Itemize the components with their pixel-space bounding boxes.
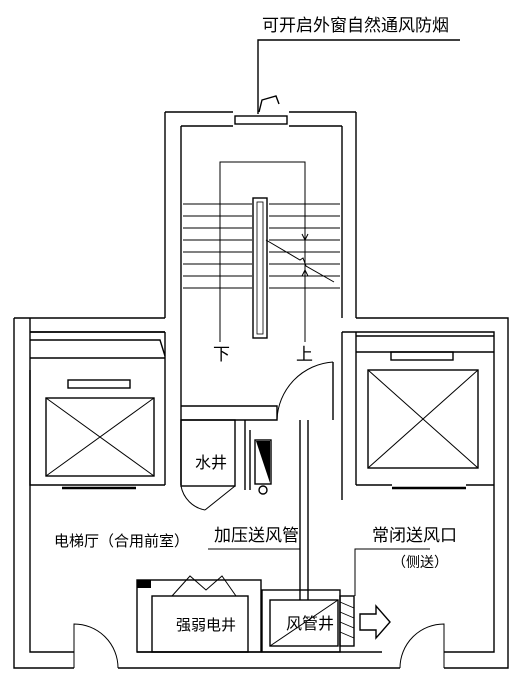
stair-door-swing bbox=[276, 361, 334, 421]
pressure-duct-label: 加压送风管 bbox=[214, 526, 299, 546]
top-window bbox=[234, 115, 288, 125]
vent-hatch bbox=[339, 601, 355, 639]
wall-column bbox=[244, 420, 251, 490]
left-diagonal-wall bbox=[30, 339, 166, 357]
left-elevator-x bbox=[45, 397, 155, 477]
stair-down-label: 下 bbox=[213, 345, 230, 365]
electrical-shaft-inner bbox=[151, 595, 249, 653]
left-elevator-panel bbox=[67, 379, 131, 389]
right-elevator-x bbox=[367, 369, 479, 469]
window-label: 可开启外窗自然通风防烟 bbox=[262, 16, 449, 36]
break-arrows bbox=[301, 222, 309, 282]
pressure-duct bbox=[299, 420, 309, 600]
supply-arrow bbox=[359, 604, 391, 640]
walk-line bbox=[219, 161, 306, 342]
right-elevator-car bbox=[367, 369, 479, 469]
stair-up-label: 上 bbox=[296, 345, 313, 365]
vent-leader bbox=[354, 548, 430, 596]
bottom-wall bbox=[137, 651, 382, 669]
outer-wall-left bbox=[13, 317, 165, 669]
hydrant-box bbox=[254, 439, 272, 485]
stair-steps bbox=[183, 203, 340, 289]
air-shaft-label: 风管井 bbox=[286, 614, 335, 633]
air-shaft-inner bbox=[269, 599, 339, 647]
right-exit-door bbox=[399, 623, 445, 669]
break-line bbox=[265, 239, 335, 283]
water-shaft-door bbox=[180, 485, 236, 511]
closed-vent-label: 常闭送风口 bbox=[372, 526, 457, 546]
left-exit-door bbox=[73, 623, 119, 669]
vent-grille bbox=[339, 595, 355, 647]
right-elevator-block bbox=[341, 332, 494, 500]
hydrant-valve bbox=[258, 485, 268, 495]
side-supply-label: （侧送） bbox=[392, 555, 448, 571]
handrail-inner bbox=[256, 201, 264, 335]
electrical-shaft-label: 强弱电井 bbox=[176, 616, 237, 634]
right-elevator-panel bbox=[390, 351, 454, 361]
hydrant-mark bbox=[256, 441, 270, 483]
left-elevator-car bbox=[45, 397, 155, 477]
lobby-label: 电梯厅（合用前室） bbox=[54, 532, 190, 550]
handrail bbox=[252, 197, 268, 339]
stair-wall-inner bbox=[180, 125, 343, 318]
wall-stub-left bbox=[137, 580, 151, 588]
outer-wall-right bbox=[342, 317, 509, 669]
water-shaft-label: 水井 bbox=[195, 453, 228, 472]
window-open-mark bbox=[258, 95, 280, 113]
electrical-shaft-doors bbox=[171, 575, 237, 597]
left-elevator-shaft bbox=[29, 370, 165, 486]
left-elevator-block bbox=[30, 318, 182, 485]
water-shaft-wall bbox=[181, 405, 278, 421]
stair-wall-outer bbox=[164, 111, 357, 318]
air-shaft-cross bbox=[269, 599, 339, 647]
window-leader bbox=[257, 39, 460, 114]
